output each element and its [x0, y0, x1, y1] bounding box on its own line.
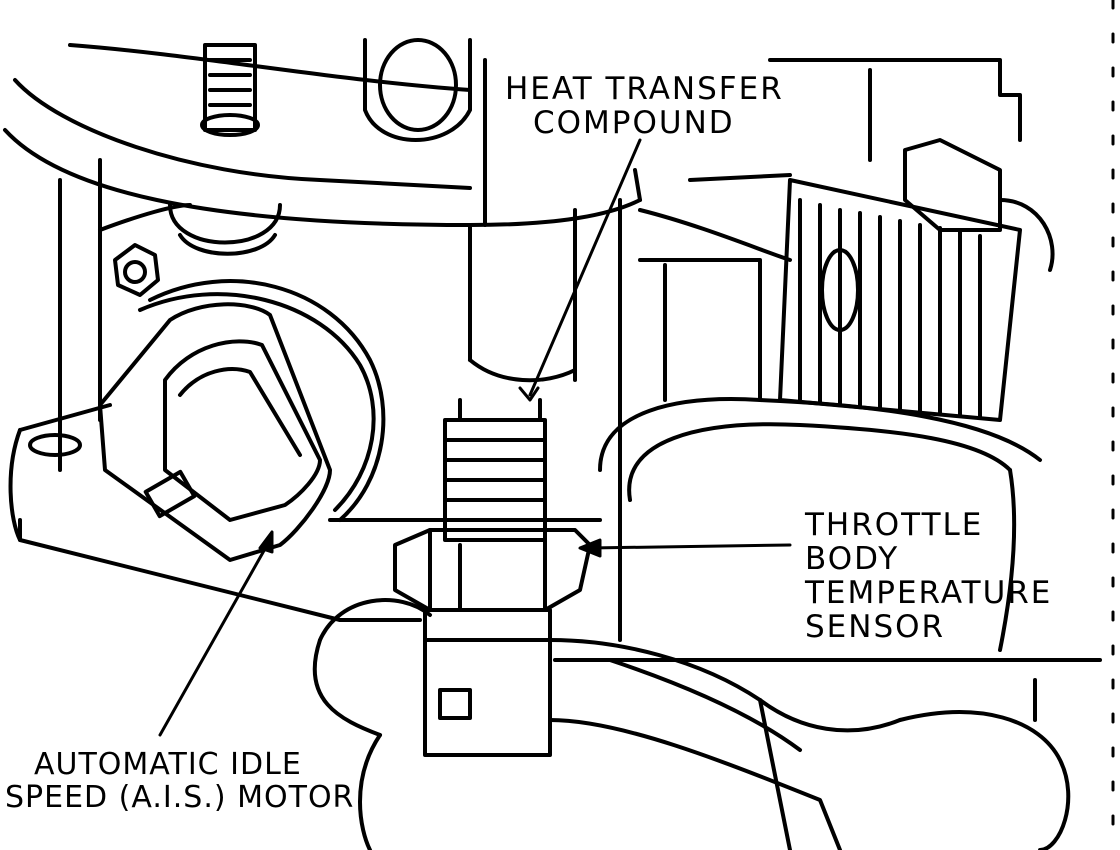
mounting-flange	[8, 403, 602, 622]
sensor-leader-arrowhead	[578, 538, 602, 558]
housing-boss	[168, 203, 282, 256]
top-stud	[200, 43, 260, 137]
sensor-label-line-3: TEMPERATURE	[805, 575, 1053, 612]
sensor-label-line-2: BODY	[805, 541, 900, 578]
throttle-body-housing	[3, 43, 642, 472]
sensor-label-line-1: THROTTLE	[805, 507, 984, 543]
ais-leader	[158, 538, 272, 737]
throttle-bore	[598, 198, 1042, 652]
ais-motor	[98, 279, 386, 562]
leader-lines	[158, 138, 792, 737]
ais-leader-arrowhead	[258, 530, 274, 554]
automatic-idle-speed-motor-label: AUTOMATIC IDLE SPEED (A.I.S.) MOTOR	[5, 747, 354, 814]
throttle-body-temperature-sensor-label: THROTTLE BODY TEMPERATURE SENSOR	[805, 508, 1052, 644]
sensor-label-line-4: SENSOR	[805, 609, 946, 646]
temperature-sensor	[393, 398, 592, 757]
left-nut	[113, 243, 160, 297]
ais-label-line-2: SPEED (A.I.S.) MOTOR	[5, 780, 355, 815]
top-bolt-boss	[363, 38, 472, 142]
ais-label-line-1: AUTOMATIC IDLE	[34, 747, 302, 782]
heat-transfer-compound-label: HEAT TRANSFER COMPOUND	[505, 72, 784, 140]
heat-transfer-compound-line-1: HEAT TRANSFER	[505, 71, 784, 107]
heat-transfer-compound-line-2: COMPOUND	[533, 105, 735, 142]
heat-compound-arrowhead	[518, 386, 540, 402]
throttle-linkage	[638, 58, 1055, 422]
heat-compound-leader	[528, 138, 642, 397]
wiring-harness	[312, 598, 1102, 850]
sensor-leader	[588, 543, 792, 550]
